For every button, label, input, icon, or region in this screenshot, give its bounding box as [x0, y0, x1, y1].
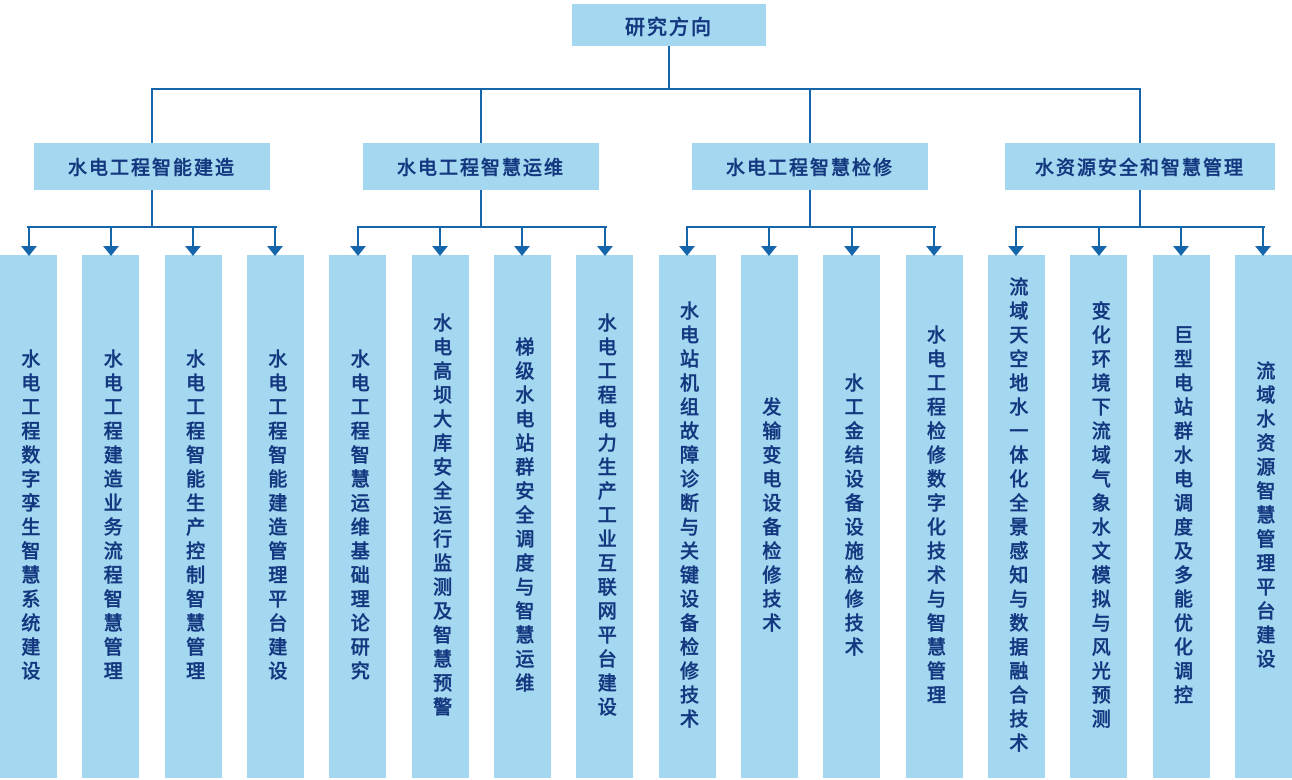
column-g2-c4: 水电工程电力生产工业互联网平台建设: [576, 226, 634, 778]
column-stem-line: [1262, 226, 1265, 246]
arrow-down-icon: [843, 246, 860, 256]
column-stem-line: [686, 226, 689, 246]
branch-box-1: 水电工程智能建造: [34, 143, 270, 190]
group1-horizontal-line: [27, 226, 277, 228]
column-stem-line: [850, 226, 853, 246]
column-label: 梯级水电站群安全调度与智慧运维: [512, 336, 535, 697]
column-label: 发输变电设备检修技术: [759, 396, 782, 637]
level1-horizontal-line: [151, 88, 1141, 90]
column-stem-line: [27, 226, 30, 246]
branch1-down-line: [151, 190, 153, 228]
branch-box-4: 水资源安全和智慧管理: [1005, 143, 1275, 190]
branch4-down-line: [1139, 190, 1141, 228]
column-g2-c1: 水电工程智慧运维基础理论研究: [329, 226, 387, 778]
group4-horizontal-line: [1015, 226, 1265, 228]
columns-row: 水电工程数字孪生智慧系统建设 水电工程建造业务流程智慧管理 水电工程智能生产控制…: [0, 226, 1292, 778]
column-g1-c4: 水电工程智能建造管理平台建设: [246, 226, 304, 778]
column-label: 变化环境下流域气象水文模拟与风光预测: [1088, 300, 1111, 733]
column-g4-c3: 巨型电站群水电调度及多能优化调控: [1152, 226, 1210, 778]
column-label: 水电工程电力生产工业互联网平台建设: [594, 312, 617, 721]
column-stem-line: [356, 226, 359, 246]
arrow-down-icon: [267, 246, 284, 256]
branch-label: 水资源安全和智慧管理: [1034, 157, 1245, 179]
group3-horizontal-line: [686, 226, 936, 228]
arrow-down-icon: [102, 246, 119, 256]
column-g1-c3: 水电工程智能生产控制智慧管理: [164, 226, 222, 778]
arrow-down-icon: [679, 246, 696, 256]
branch-label: 水电工程智慧运维: [396, 157, 565, 179]
column-g3-c2: 发输变电设备检修技术: [740, 226, 798, 778]
column-stem-line: [933, 226, 936, 246]
column-label: 流域天空地水一体化全景感知与数据融合技术: [1006, 276, 1029, 757]
arrow-down-icon: [432, 246, 449, 256]
root-box: 研究方向: [572, 4, 766, 46]
arrow-down-icon: [514, 246, 531, 256]
branch1-stem-line: [151, 88, 153, 143]
arrow-down-icon: [1255, 246, 1272, 256]
arrow-down-icon: [926, 246, 943, 256]
column-label: 水电高坝大库安全运行监测及智慧预警: [430, 312, 453, 721]
column-stem-line: [768, 226, 771, 246]
group2-horizontal-line: [357, 226, 607, 228]
column-g3-c1: 水电站机组故障诊断与关键设备检修技术: [658, 226, 716, 778]
branch-box-3: 水电工程智慧检修: [692, 143, 928, 190]
column-g1-c2: 水电工程建造业务流程智慧管理: [82, 226, 140, 778]
branch4-stem-line: [1139, 88, 1141, 143]
arrow-down-icon: [1090, 246, 1107, 256]
arrow-down-icon: [1008, 246, 1025, 256]
arrow-down-icon: [761, 246, 778, 256]
column-label: 水电工程智能生产控制智慧管理: [183, 348, 206, 685]
branch2-stem-line: [480, 88, 482, 143]
root-label: 研究方向: [625, 14, 713, 39]
column-g3-c4: 水电工程检修数字化技术与智慧管理: [905, 226, 963, 778]
column-stem-line: [192, 226, 195, 246]
arrow-down-icon: [596, 246, 613, 256]
column-label: 水电工程检修数字化技术与智慧管理: [924, 324, 947, 709]
branch3-stem-line: [809, 88, 811, 143]
column-label: 流域水资源智慧管理平台建设: [1253, 360, 1276, 673]
arrow-down-icon: [349, 246, 366, 256]
arrow-down-icon: [20, 246, 37, 256]
column-stem-line: [109, 226, 112, 246]
column-stem-line: [1180, 226, 1183, 246]
column-g2-c2: 水电高坝大库安全运行监测及智慧预警: [411, 226, 469, 778]
column-stem-line: [274, 226, 277, 246]
branch3-down-line: [809, 190, 811, 228]
arrow-down-icon: [1173, 246, 1190, 256]
column-label: 水工金结设备设施检修技术: [841, 372, 864, 661]
branch-box-2: 水电工程智慧运维: [363, 143, 599, 190]
trunk-line: [668, 46, 670, 90]
column-stem-line: [603, 226, 606, 246]
column-stem-line: [521, 226, 524, 246]
column-label: 水电工程智慧运维基础理论研究: [347, 348, 370, 685]
column-label: 水电站机组故障诊断与关键设备检修技术: [677, 300, 700, 733]
column-g4-c4: 流域水资源智慧管理平台建设: [1234, 226, 1292, 778]
branch-label: 水电工程智能建造: [67, 157, 236, 179]
column-label: 水电工程数字孪生智慧系统建设: [18, 348, 41, 685]
column-label: 巨型电站群水电调度及多能优化调控: [1171, 324, 1194, 709]
column-g2-c3: 梯级水电站群安全调度与智慧运维: [493, 226, 551, 778]
column-label: 水电工程智能建造管理平台建设: [265, 348, 288, 685]
arrow-down-icon: [185, 246, 202, 256]
column-g3-c3: 水工金结设备设施检修技术: [823, 226, 881, 778]
column-stem-line: [1015, 226, 1018, 246]
column-stem-line: [1097, 226, 1100, 246]
column-g1-c1: 水电工程数字孪生智慧系统建设: [0, 226, 57, 778]
column-label: 水电工程建造业务流程智慧管理: [100, 348, 123, 685]
branch2-down-line: [480, 190, 482, 228]
column-g4-c1: 流域天空地水一体化全景感知与数据融合技术: [987, 226, 1045, 778]
column-stem-line: [439, 226, 442, 246]
branch-label: 水电工程智慧检修: [725, 157, 894, 179]
column-g4-c2: 变化环境下流域气象水文模拟与风光预测: [1070, 226, 1128, 778]
